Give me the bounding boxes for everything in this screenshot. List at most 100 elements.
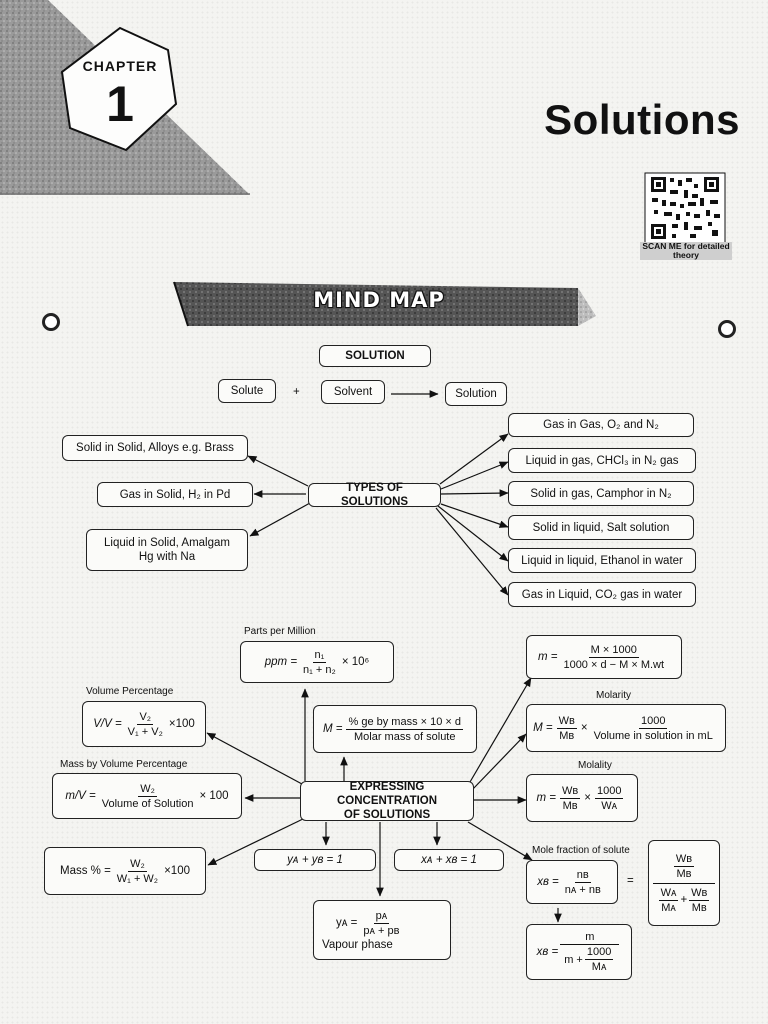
alt-den-a-num: Wᴀ [658, 886, 679, 901]
mass-pct-denominator: W₁ + W₂ [116, 872, 159, 885]
mindmap-banner-text: MIND MAP [313, 288, 445, 312]
solid-in-gas-box: Solid in gas, Camphor in N₂ [508, 481, 694, 506]
mf-molality-inner-den: Mᴀ [591, 961, 607, 973]
qr-code-graphic [644, 172, 726, 244]
solution-result-box: Solution [445, 382, 507, 406]
mf-molality-lhs: xʙ = [536, 946, 559, 958]
molality-times: × [584, 792, 591, 804]
mole-fraction-lhs: xʙ = [537, 876, 559, 888]
qr-caption: SCAN ME for detailed theory [640, 242, 732, 260]
alt-plus: + [680, 894, 688, 906]
mf-molality-den-lead: m + [564, 953, 583, 966]
volume-pct-denominator: V₁ + V₂ [127, 725, 163, 738]
molarity-times: × [580, 722, 588, 734]
molarity-pct-numerator: % ge by mass × 10 × d [346, 715, 463, 730]
volume-percentage-label: Volume Percentage [86, 686, 174, 697]
molality-density-numerator: M × 1000 [588, 643, 639, 658]
types-of-solutions-box: TYPES OF SOLUTIONS [308, 482, 441, 508]
mole-fraction-numerator: nʙ [574, 868, 591, 883]
liquid-in-solid-line1: Liquid in Solid, Amalgam [104, 537, 230, 549]
molarity-denominator-2: Volume in solution in mL [593, 729, 713, 742]
binder-hole-right [718, 320, 736, 338]
mole-fraction-sum-x-box: xᴀ + xʙ = 1 [394, 849, 504, 871]
volume-pct-multiplier: ×100 [168, 718, 195, 730]
alt-den-b-num: Wʙ [689, 886, 710, 901]
mole-fraction-equals: = [627, 875, 634, 887]
binder-hole-left [42, 313, 60, 331]
molality-denominator-1: Mʙ [562, 799, 578, 812]
molality-lhs: m = [536, 792, 557, 804]
liquid-in-liquid-box: Liquid in liquid, Ethanol in water [508, 548, 696, 573]
molarity-numerator-2: 1000 [638, 714, 668, 729]
gas-in-gas-box: Gas in Gas, O₂ and N₂ [508, 413, 694, 437]
concentration-line2: OF SOLUTIONS [343, 809, 431, 821]
mole-fraction-alt-divider [653, 882, 715, 884]
mindmap-banner [174, 282, 578, 326]
mf-molality-inner-num: 1000 [584, 946, 614, 960]
mole-fraction-denominator: nᴀ + nʙ [564, 883, 601, 896]
alt-den-a-den: Mᴀ [661, 901, 676, 914]
molality-denominator-2: Wᴀ [601, 799, 618, 812]
solid-in-liquid-box: Solid in liquid, Salt solution [508, 515, 694, 540]
molality-numerator-1: Wʙ [560, 784, 581, 799]
mass-pct-lhs: Mass % = [59, 865, 111, 877]
vapour-phase-caption: Vapour phase [322, 938, 393, 951]
chapter-number: 1 [106, 76, 134, 132]
liquid-in-solid-line2: Hg with Na [138, 551, 196, 563]
mass-by-volume-label: Mass by Volume Percentage [60, 759, 188, 770]
molarity-denominator-1: Mʙ [559, 729, 575, 742]
mass-by-volume-denominator: Volume of Solution [101, 797, 194, 810]
ppm-label: Parts per Million [244, 626, 316, 637]
mf-molality-numerator: m [560, 930, 620, 945]
solution-heading-box: SOLUTION [319, 345, 431, 367]
vapour-phase-lhs: yᴀ = [336, 917, 358, 929]
molality-label: Molality [578, 760, 612, 771]
molality-density-lhs: m = [537, 651, 558, 663]
volume-pct-lhs: V/V = [93, 718, 122, 730]
mass-by-volume-numerator: W₂ [138, 782, 157, 797]
mole-fraction-sum-y-box: yᴀ + yʙ = 1 [254, 849, 376, 871]
mass-by-volume-multiplier: × 100 [199, 790, 229, 802]
vapour-phase-denominator: pᴀ + pʙ [363, 924, 400, 937]
ppm-multiplier: × 10⁶ [341, 656, 370, 668]
page-title: Solutions [544, 96, 740, 143]
chapter-hexagon [60, 26, 178, 152]
concentration-line1: EXPRESSING CONCENTRATION [336, 781, 438, 807]
molarity-label: Molarity [596, 690, 632, 701]
molarity-pct-denominator: Molar mass of solute [354, 730, 456, 743]
solid-in-solid-box: Solid in Solid, Alloys e.g. Brass [62, 435, 248, 461]
molality-density-denominator: 1000 × d − M × M.wt [563, 658, 665, 671]
mass-pct-multiplier: ×100 [164, 865, 190, 877]
liquid-in-solid-box: Liquid in Solid, Amalgam Hg with Na [86, 529, 248, 571]
ppm-lhs: ppm = [264, 656, 298, 668]
molarity-pct-lhs: M = [322, 723, 343, 735]
alt-top-num: Wʙ [673, 852, 695, 867]
molality-numerator-2: 1000 [594, 784, 624, 799]
ppm-numerator: n₁ [312, 648, 327, 663]
plus-sign: + [293, 386, 300, 398]
volume-pct-numerator: V₂ [137, 710, 154, 725]
solute-box: Solute [218, 379, 276, 403]
